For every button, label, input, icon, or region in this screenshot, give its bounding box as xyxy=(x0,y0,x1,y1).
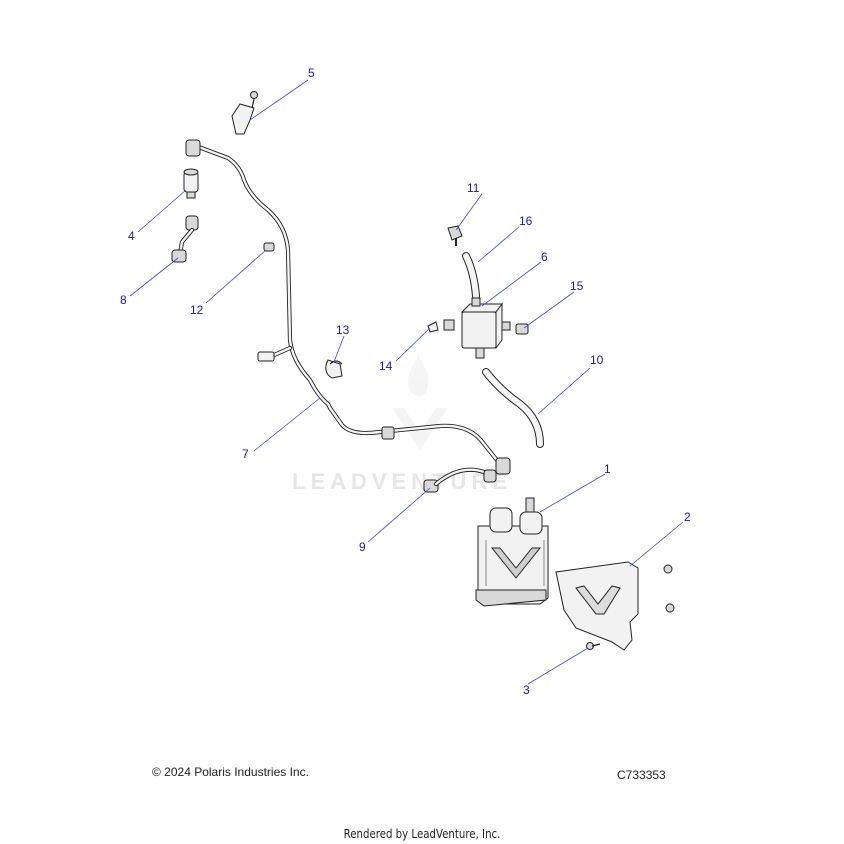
callout-3: 3 xyxy=(523,683,530,697)
callout-11: 11 xyxy=(467,181,480,195)
callout-10: 10 xyxy=(590,353,604,367)
diagram-code: C733353 xyxy=(617,768,666,782)
part-8-hose xyxy=(171,215,199,263)
rendered-by-text: Rendered by LeadVenture, Inc. xyxy=(343,827,501,841)
part-4-valve xyxy=(183,168,199,199)
callout-2: 2 xyxy=(684,510,691,524)
part-7-vent-line xyxy=(185,139,511,475)
part-5-bracket xyxy=(231,91,258,135)
watermark-logo-icon xyxy=(392,354,448,450)
part-11-fitting xyxy=(447,225,463,246)
callout-numbers: 1 2 3 4 5 6 7 8 9 10 11 12 13 14 15 16 xyxy=(120,66,691,697)
leader-lines xyxy=(129,79,684,685)
callout-9: 9 xyxy=(359,540,366,554)
copyright-text: © 2024 Polaris Industries Inc. xyxy=(152,765,309,779)
callout-15: 15 xyxy=(570,279,584,293)
callout-6: 6 xyxy=(541,250,548,264)
part-10-hose xyxy=(482,368,544,448)
watermark-text: LEADVENTURE xyxy=(292,469,512,494)
callout-5: 5 xyxy=(308,66,315,80)
part-14-clip xyxy=(427,321,439,333)
callout-12: 12 xyxy=(190,303,204,317)
part-3-screw xyxy=(586,642,601,650)
part-1-canister xyxy=(475,497,549,607)
callout-4: 4 xyxy=(128,229,135,243)
callout-7: 7 xyxy=(242,447,249,461)
callout-8: 8 xyxy=(120,293,127,307)
part-12-fitting xyxy=(263,242,275,252)
part-13-clip xyxy=(325,359,343,379)
watermark: LEADVENTURE xyxy=(292,354,512,494)
callout-16: 16 xyxy=(519,214,533,228)
callout-13: 13 xyxy=(336,323,350,337)
part-2-bracket xyxy=(555,561,675,651)
callout-1: 1 xyxy=(604,462,611,476)
part-6-valve-body xyxy=(443,297,511,359)
part-15-clamp xyxy=(515,323,529,335)
callout-14: 14 xyxy=(379,359,393,373)
part-16-hose xyxy=(462,252,480,300)
part-9-hose xyxy=(423,467,497,493)
